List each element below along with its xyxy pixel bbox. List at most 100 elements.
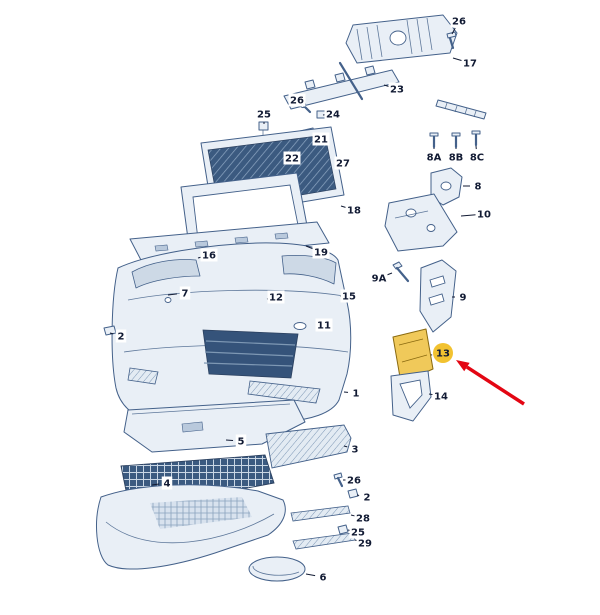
callout-2[interactable]: 2: [356, 490, 373, 504]
callout-24[interactable]: 24: [322, 107, 342, 121]
callout-9[interactable]: 9: [452, 290, 469, 304]
callout-label: 19: [314, 248, 328, 259]
callout-label: 26: [452, 17, 466, 28]
callout-2[interactable]: 2: [109, 329, 127, 343]
part-10-bracket-shape: [384, 193, 458, 252]
part-1-front-bumper-shape: [103, 221, 352, 426]
callout-8[interactable]: 8: [463, 179, 484, 193]
callout-7[interactable]: 7: [167, 286, 191, 300]
callout-label: 12: [269, 293, 283, 304]
callout-10[interactable]: 10: [460, 207, 493, 221]
callout-11[interactable]: 11: [315, 318, 333, 332]
callout-5[interactable]: 5: [225, 434, 247, 448]
callout-26[interactable]: 26: [288, 93, 306, 107]
part-6-trim-oval-shape: [248, 556, 306, 582]
callout-1[interactable]: 1: [343, 386, 362, 400]
callout-19[interactable]: 19: [305, 245, 330, 259]
part-29-strip-shape: [292, 532, 356, 550]
bolt-8b-icon: [451, 132, 461, 149]
callout-16[interactable]: 16: [197, 248, 218, 262]
callout-label: 4: [164, 479, 171, 490]
part-14-bracket-shape: [390, 370, 432, 422]
callout-label: 28: [356, 514, 370, 525]
callout-label: 9: [460, 293, 467, 304]
clip-2-bottom-icon: [347, 488, 359, 499]
bolt-8c-icon: [471, 130, 481, 147]
callout-label: 1: [353, 389, 360, 400]
callout-3[interactable]: 3: [343, 442, 361, 456]
callout-4[interactable]: 4: [151, 476, 173, 490]
callout-label: 10: [477, 210, 491, 221]
pointer-arrow: [456, 360, 525, 406]
part-3-sill-strip-shape: [265, 424, 352, 469]
callout-label: 2: [364, 493, 371, 504]
callout-8C[interactable]: 8C: [468, 145, 486, 164]
part-8-bracket-shape: [430, 167, 463, 206]
callout-21[interactable]: 21: [311, 132, 330, 146]
callout-label: 25: [351, 528, 365, 539]
callout-28[interactable]: 28: [350, 511, 372, 525]
callout-label: 8B: [449, 153, 464, 164]
callout-25[interactable]: 25: [255, 107, 273, 125]
callout-label: 27: [336, 159, 350, 170]
parts-layer: [96, 14, 487, 582]
callout-label: 23: [390, 85, 404, 96]
callout-18[interactable]: 18: [340, 203, 363, 217]
callout-label: 21: [314, 135, 328, 146]
callout-26[interactable]: 26: [450, 14, 468, 35]
callout-27[interactable]: 27: [334, 156, 352, 170]
callout-label: 18: [347, 206, 361, 217]
callout-8B[interactable]: 8B: [447, 148, 465, 164]
callout-29[interactable]: 29: [354, 536, 374, 550]
clip-25-bottom-icon: [337, 524, 349, 535]
part-13-bracket-highlighted-shape: [392, 328, 434, 384]
callout-label: 9A: [372, 274, 387, 285]
callout-label: 14: [434, 392, 448, 403]
callout-label: 6: [320, 573, 327, 584]
callout-label: 11: [317, 321, 331, 332]
callout-6[interactable]: 6: [305, 570, 329, 584]
callout-8A[interactable]: 8A: [425, 148, 443, 164]
callout-label: 17: [463, 59, 477, 70]
callout-14[interactable]: 14: [428, 389, 450, 403]
callout-15[interactable]: 15: [340, 289, 358, 303]
callout-label: 22: [285, 154, 299, 165]
part-28-strip-shape: [290, 505, 351, 522]
callout-label: 2: [118, 332, 125, 343]
callout-26[interactable]: 26: [343, 473, 363, 487]
screw-26-top-icon: [446, 31, 457, 50]
callout-label: 8: [475, 182, 482, 193]
callout-9A[interactable]: 9A: [370, 271, 393, 285]
callout-label: 3: [352, 445, 359, 456]
callout-label: 25: [257, 110, 271, 121]
callout-label: 29: [358, 539, 372, 550]
screw-9a-icon: [392, 261, 410, 283]
callout-label: 15: [342, 292, 356, 303]
highlight-badge: [433, 343, 453, 363]
screw-26-bottom-icon: [333, 472, 344, 488]
callout-12[interactable]: 12: [266, 290, 285, 304]
callout-17[interactable]: 17: [452, 56, 479, 70]
callout-23[interactable]: 23: [383, 82, 406, 96]
callout-label: 5: [238, 437, 245, 448]
part-5-lower-lip-shape: [123, 399, 306, 453]
callout-label: 16: [202, 251, 216, 262]
strip-right-top-shape: [435, 99, 487, 120]
part-6-spoiler-shape: [96, 484, 306, 582]
callout-label: 24: [326, 110, 340, 121]
pin-icon: [338, 61, 364, 101]
part-17-upper-cover-shape: [345, 14, 458, 64]
callout-25[interactable]: 25: [347, 525, 367, 539]
callout-22[interactable]: 22: [283, 149, 301, 165]
callout-label: 8A: [427, 153, 442, 164]
callout-13-highlighted[interactable]: 13: [430, 343, 453, 363]
callout-label: 7: [182, 289, 189, 300]
callout-label: 13: [436, 349, 450, 360]
callout-label: 8C: [470, 153, 484, 164]
callout-label: 26: [347, 476, 361, 487]
callout-label: 26: [290, 96, 304, 107]
bolt-8a-icon: [429, 132, 439, 149]
